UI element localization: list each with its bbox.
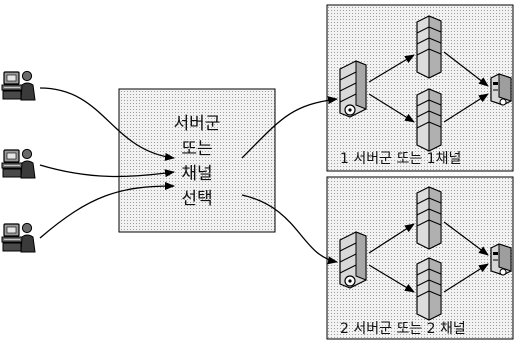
user-2-icon (2, 149, 35, 178)
group-1-server-stack-icon (340, 61, 366, 117)
group-2-server-stack-icon (340, 232, 366, 288)
group-2-lower-server-icon (417, 258, 441, 320)
group-2-endpoint-icon (491, 244, 511, 275)
user-3-icon (2, 223, 35, 252)
selector-label: 서버군 또는 채널 선택 (155, 112, 239, 212)
selector-line-1: 서버군 (155, 112, 239, 137)
selector-line-2: 또는 (155, 137, 239, 162)
group-2-label: 2 서버군 또는 2 채널 (340, 318, 466, 338)
group-2-upper-server-icon (417, 187, 441, 249)
group-1-upper-server-icon (417, 16, 441, 78)
group-1-lower-server-icon (417, 89, 441, 151)
group-1-label: 1 서버군 또는 1채널 (340, 148, 461, 168)
user-1-icon (2, 71, 35, 100)
selector-line-3: 채널 (155, 162, 239, 187)
group-1-endpoint-icon (491, 74, 511, 105)
selector-line-4: 선택 (155, 187, 239, 212)
